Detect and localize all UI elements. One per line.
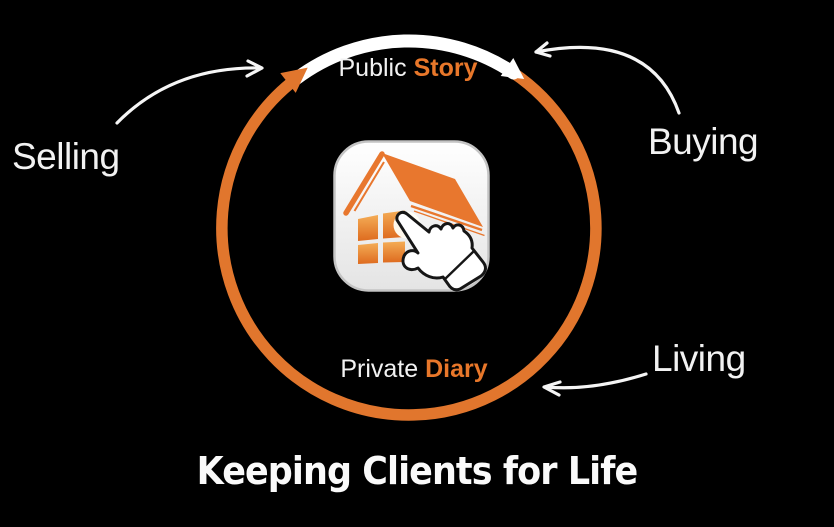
selling-arrow (115, 59, 264, 125)
public-story-label-prefix: Public (338, 54, 407, 82)
cycle-ring-arc (216, 68, 602, 421)
private-diary-label-prefix: Private (340, 355, 419, 383)
living-arrow (542, 372, 648, 397)
private-diary-label-highlight: Diary (425, 355, 488, 383)
selling-label: Selling (12, 136, 120, 177)
public-story-label-highlight: Story (413, 54, 478, 82)
buying-label: Buying (648, 121, 759, 162)
buying-arrow (534, 41, 681, 115)
public-story-arc (289, 34, 520, 86)
house-touch-app-icon (333, 140, 490, 292)
slide-title: Keeping Clients for Life (196, 449, 639, 493)
ring-flow-arrowhead-right (500, 57, 525, 80)
living-label: Living (652, 338, 746, 379)
pointing-hand-icon (395, 210, 487, 292)
ring-flow-arrowhead-left (280, 67, 308, 93)
